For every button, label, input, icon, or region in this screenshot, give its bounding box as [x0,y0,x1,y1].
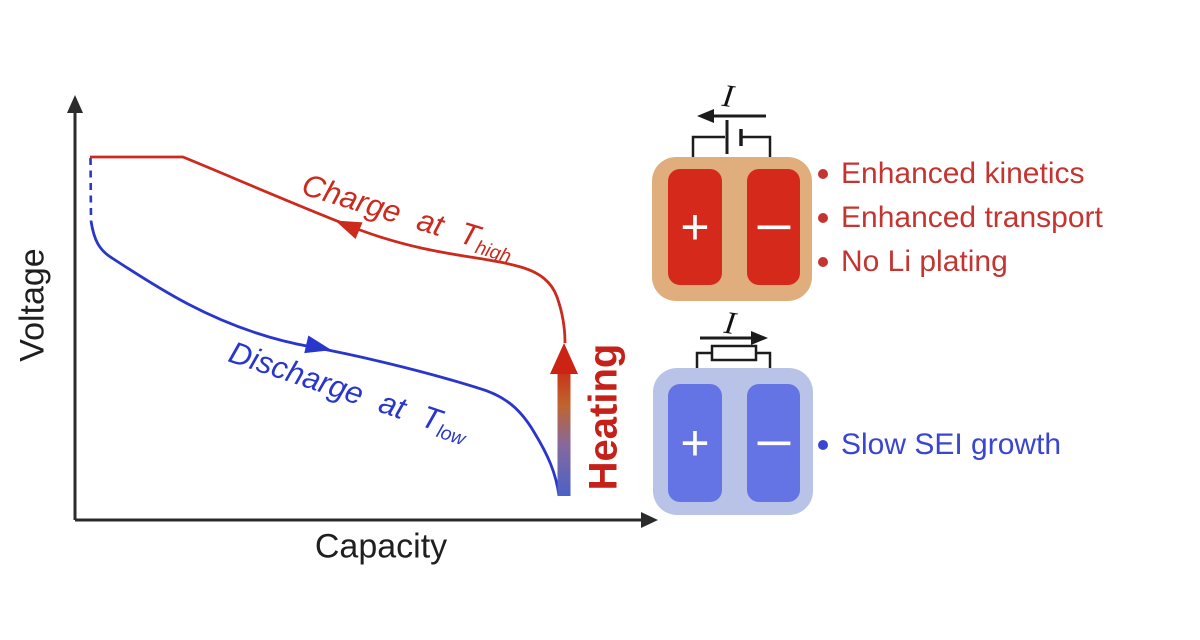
cold-benefits-list: Slow SEI growth [818,423,1061,467]
cold-negative-electrode [747,384,800,502]
plot-axes [73,108,646,522]
hot-negative-sign: − [754,199,794,255]
bullet-icon [818,169,828,179]
x-axis-arrow-icon [641,512,658,528]
hot-benefit-1: Enhanced kinetics [841,157,1085,190]
list-item: No Li plating [818,240,1103,284]
charge-label-text: Charge at T [297,166,484,255]
charge-direction-arrow-icon [335,220,363,239]
hot-negative-electrode [747,169,800,285]
x-axis-label: Capacity [314,527,448,566]
charge-label-subscript: high [472,237,514,268]
heating-arrow-shaft [557,368,571,496]
heating-label: Heating [581,343,626,491]
hot-benefit-2: Enhanced transport [841,201,1103,234]
cold-benefit-1: Slow SEI growth [841,428,1062,461]
hot-benefits-list: Enhanced kinetics Enhanced transport No … [818,152,1103,284]
cold-positive-electrode [668,384,722,502]
heating-arrow-head-icon [550,343,578,374]
cold-negative-sign: − [754,415,794,471]
hot-benefit-3: No Li plating [841,245,1008,278]
hot-positive-electrode [668,169,722,285]
hot-positive-sign: + [680,199,710,255]
discharge-label-subscript: low [433,421,468,451]
resistor-icon [710,344,758,362]
hot-current-arrow-icon [697,109,714,123]
dashed-voltage-jump-line [89,157,93,222]
discharge-direction-arrow-icon [304,335,332,354]
bullet-icon [818,440,828,450]
y-axis-arrow-icon [67,95,83,113]
list-item: Slow SEI growth [818,423,1061,467]
bullet-icon [818,257,828,267]
list-item: Enhanced kinetics [818,152,1103,196]
cold-positive-sign: + [680,415,710,471]
cold-current-arrow-icon [751,331,768,345]
bullet-icon [818,213,828,223]
y-axis-label: Voltage [13,248,52,362]
list-item: Enhanced transport [818,196,1103,240]
charge-curve [90,155,567,344]
